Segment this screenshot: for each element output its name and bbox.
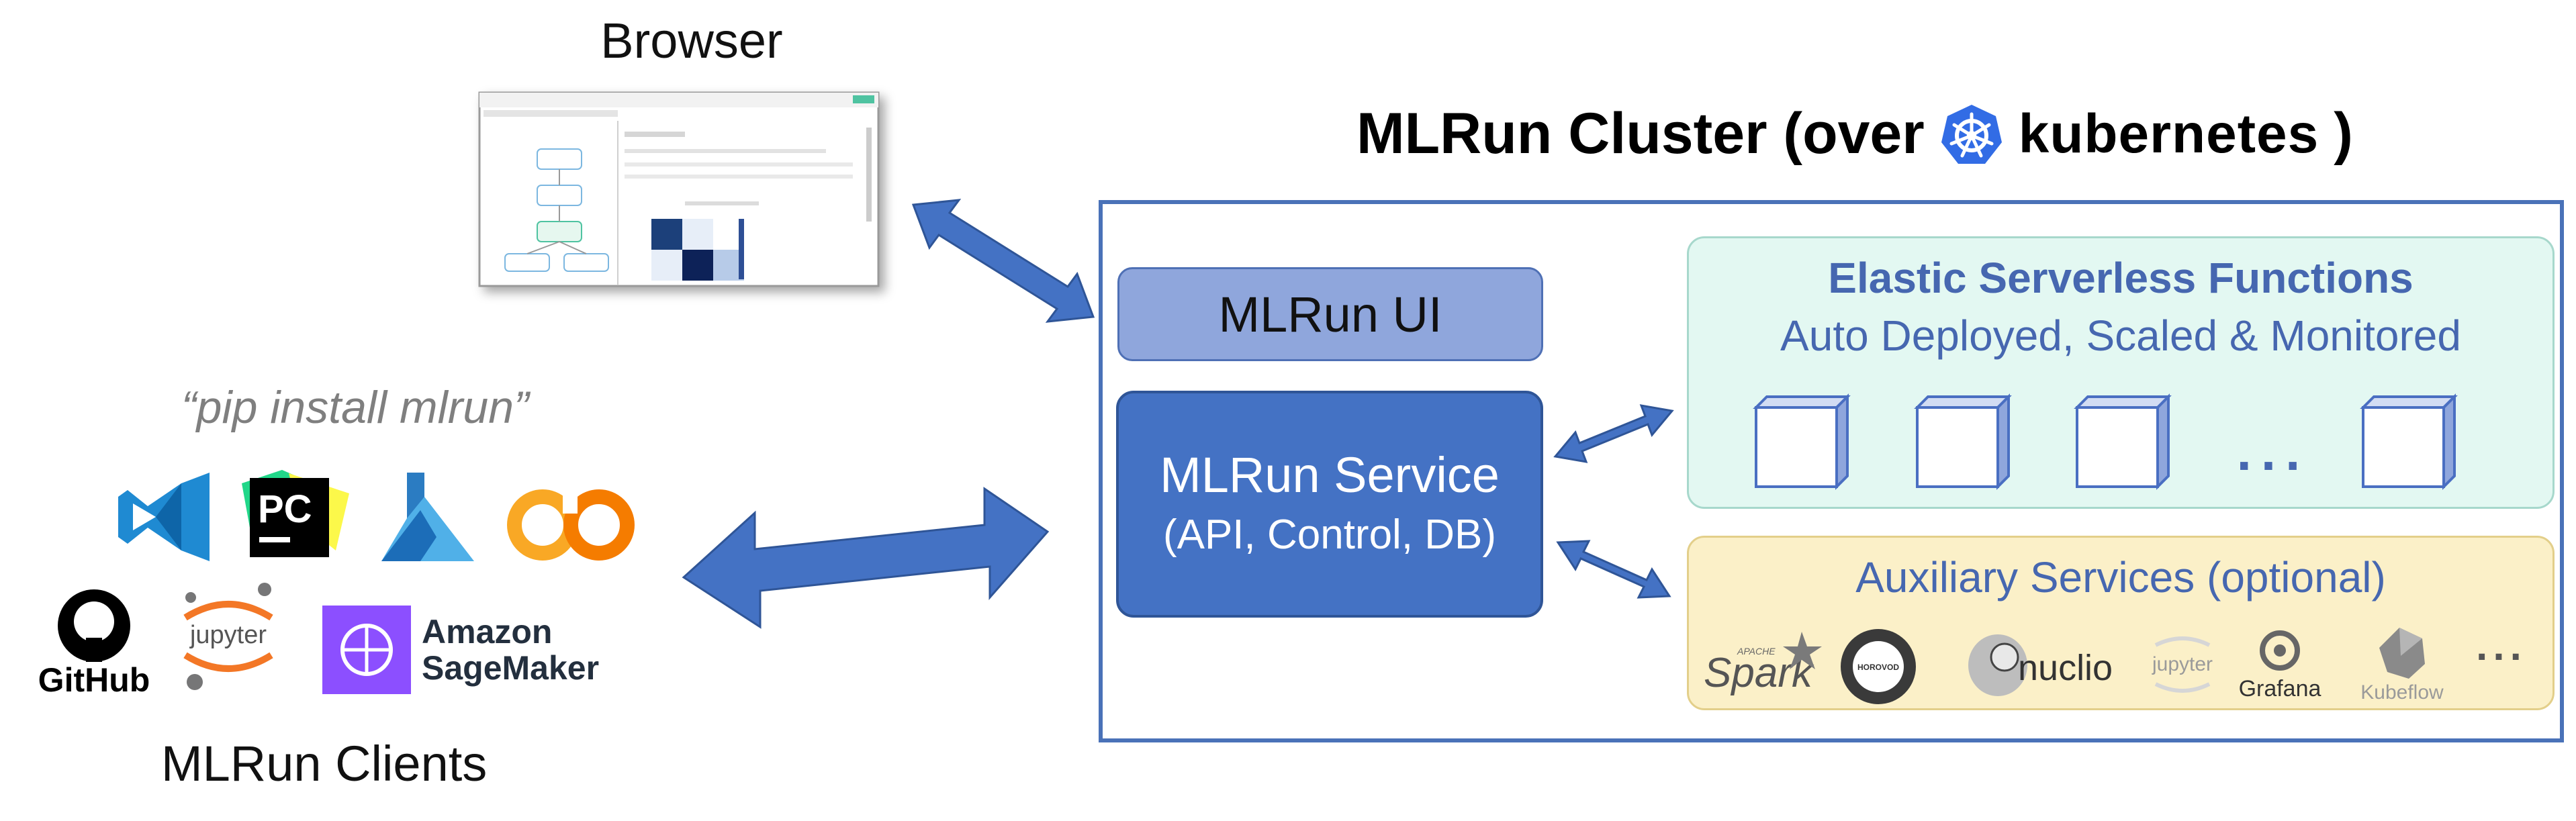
cluster-title-text: MLRun Cluster (over (1356, 101, 1925, 166)
svg-text:APACHE: APACHE (1737, 646, 1776, 657)
function-cube-4 (2360, 393, 2458, 490)
jupyter-logo-aux: jupyter (2152, 636, 2213, 693)
mlrun-ui-label: MLRun UI (1218, 286, 1442, 342)
svg-text:HOROVOD: HOROVOD (1857, 663, 1899, 672)
functions-title: Elastic Serverless Functions (1828, 254, 2413, 302)
mlrun-service-subtitle: (API, Control, DB) (1162, 512, 1497, 559)
functions-subtitle: Auto Deployed, Scaled & Monitored (1780, 311, 2461, 360)
browser-cluster-arrow (911, 199, 1095, 323)
cluster-boundary (1099, 200, 2564, 742)
svg-text:jupyter: jupyter (2152, 653, 2213, 675)
mlrun-service-box: MLRun Service (API, Control, DB) (1116, 391, 1543, 618)
cluster-title: MLRun Cluster (over kubernetes ) (1356, 101, 2353, 167)
serverless-functions-box: Elastic Serverless Functions Auto Deploy… (1687, 236, 2555, 509)
function-cube-2 (1914, 393, 2012, 490)
auxiliary-title: Auxiliary Services (optional) (1855, 553, 2386, 601)
pip-install-quote: “pip install mlrun” (181, 382, 529, 433)
auxiliary-services-box: Auxiliary Services (optional) APACHE Spa… (1687, 536, 2555, 710)
mlrun-service-title: MLRun Service (1160, 447, 1500, 503)
svg-text:Kubeflow: Kubeflow (2360, 681, 2444, 704)
cluster-title-close: ) (2334, 101, 2353, 166)
function-cube-1 (1753, 393, 1851, 490)
nuclio-logo: nuclio (1968, 634, 2113, 696)
browser-screenshot (478, 91, 880, 287)
function-cubes: ... (1753, 393, 2458, 490)
kubernetes-wordmark: kubernetes (2018, 103, 2319, 164)
horovod-logo: HOROVOD (1841, 629, 1916, 704)
auxiliary-logos: APACHE Spark HOROVOD nuclio jupyter Graf… (1704, 623, 2527, 704)
grafana-logo: Grafana (2239, 630, 2321, 702)
browser-label: Browser (600, 13, 783, 68)
clients-cluster-arrow (682, 487, 1050, 629)
svg-text:Grafana: Grafana (2239, 676, 2321, 702)
kubernetes-icon (1941, 104, 2002, 164)
auxiliary-ellipsis: ... (2476, 623, 2527, 669)
service-functions-arrow (1553, 404, 1674, 463)
kubeflow-logo: Kubeflow (2360, 628, 2444, 704)
mlrun-clients-label: MLRun Clients (161, 736, 488, 791)
svg-text:nuclio: nuclio (2018, 648, 2113, 688)
service-auxiliary-arrow (1556, 540, 1671, 599)
spark-logo: APACHE Spark (1704, 632, 1822, 696)
function-cube-3 (2074, 393, 2172, 490)
functions-ellipsis: ... (2237, 422, 2310, 481)
mlrun-ui-box: MLRun UI (1117, 267, 1543, 361)
